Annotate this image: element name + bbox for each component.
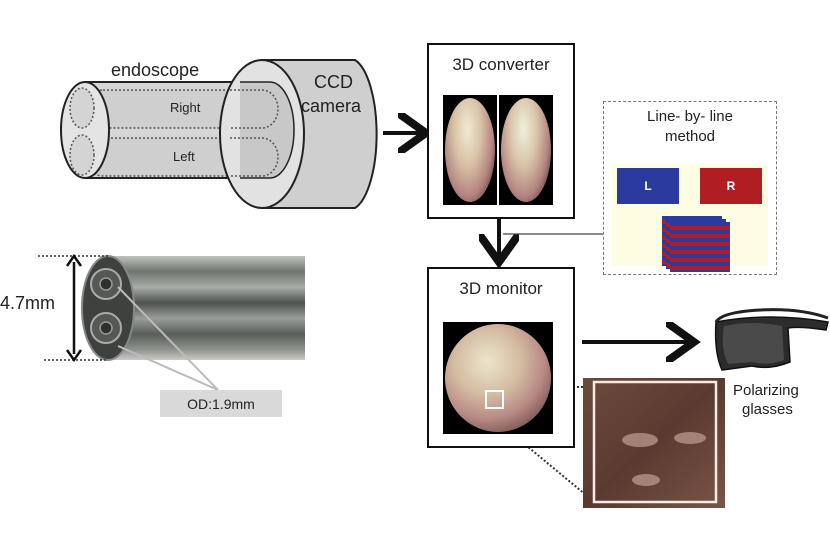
interlaced-frame-3 (670, 222, 730, 272)
polarizing-glasses-icon (714, 308, 829, 371)
converter-box: 3D converter (427, 43, 575, 219)
diameter-label: 4.7mm (0, 293, 56, 313)
ccd-label: CCD (314, 72, 353, 92)
channel-lens-bottom-inner (99, 321, 113, 335)
tissue-highlight-3 (632, 474, 660, 486)
od-label: OD:1.9mm (160, 390, 282, 417)
left-channel-inside (230, 137, 279, 177)
line-by-line-box: Line- by- line method L R (603, 101, 777, 275)
glasses-label-2: glasses (742, 401, 793, 418)
tissue-highlight-2 (674, 432, 706, 444)
camera-label: camera (301, 96, 362, 116)
tissue-highlight-1 (622, 433, 658, 447)
left-channel-opening (69, 134, 95, 176)
magnified-view (583, 378, 725, 508)
dimension-arrow-down (65, 349, 83, 363)
right-channel-label: Right (170, 100, 201, 115)
line-by-line-title-1: Line- by- line (647, 108, 733, 125)
line-by-line-title-2: method (664, 128, 716, 145)
monitor-title: 3D monitor (459, 279, 543, 298)
converter-right-image (499, 95, 553, 205)
right-channel-inside (230, 89, 279, 129)
channel-lens-top-inner (99, 277, 113, 291)
converter-left-image (443, 95, 497, 205)
zoom-region-marker (485, 390, 504, 409)
zoom-callout-bottom (509, 431, 599, 506)
glasses-label-1: Polarizing (733, 382, 799, 399)
monitor-box: 3D monitor (427, 267, 575, 448)
left-channel-label: Left (173, 149, 195, 164)
right-channel-opening (69, 87, 95, 129)
right-image-block: R (700, 168, 762, 204)
left-image-block: L (617, 168, 679, 204)
od-pointer-bottom (117, 345, 219, 391)
od-pointer-top (117, 286, 219, 391)
tube-inside-camera (240, 81, 295, 179)
dimension-arrow-up (65, 253, 83, 267)
magnified-frame (592, 380, 718, 504)
ccd-camera-schematic (219, 59, 378, 209)
endoscope-label: endoscope (111, 60, 200, 80)
endoscope-photo (81, 255, 305, 361)
converter-title: 3D converter (452, 55, 550, 74)
line-by-line-panel: L R (612, 164, 768, 272)
monitor-image (443, 322, 553, 434)
